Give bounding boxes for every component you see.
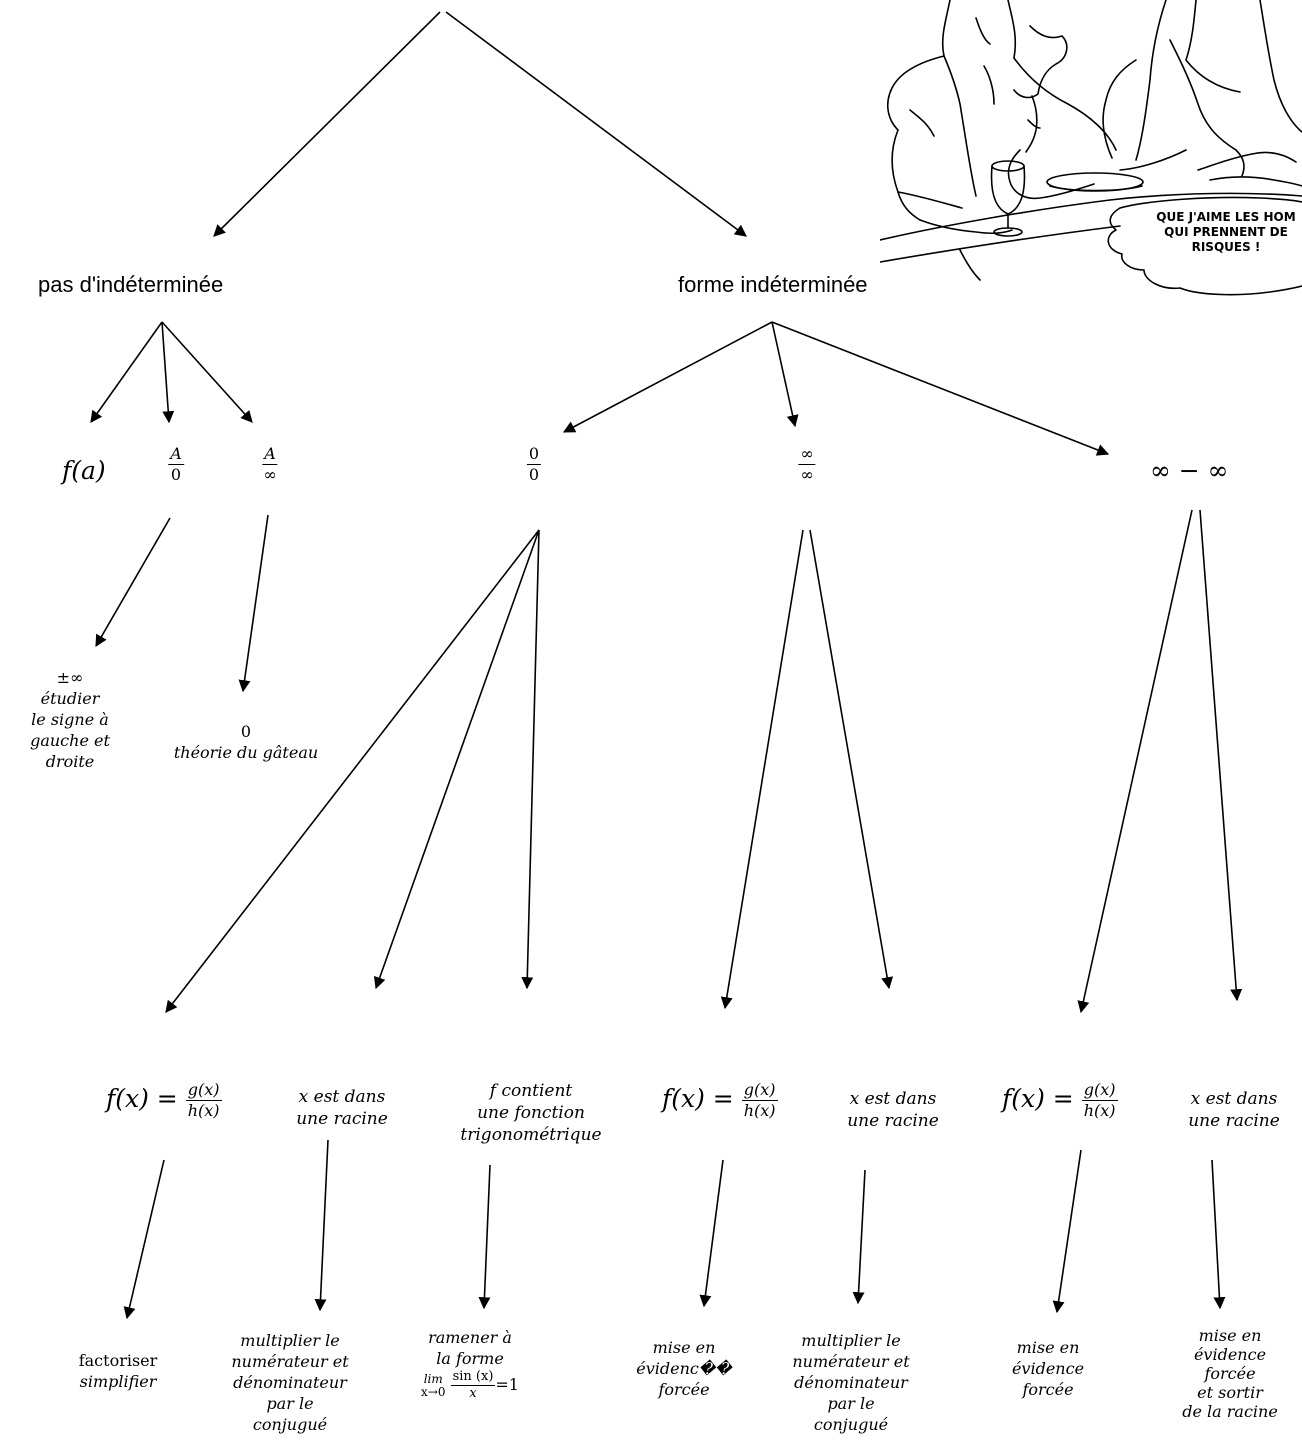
node-f-a: f(a): [62, 456, 106, 485]
arrow-factoriser: [123, 1159, 165, 1320]
case-quotient-1: f(x) = g(x)h(x): [106, 1080, 222, 1120]
arrow-ramener: [478, 1164, 491, 1310]
arrow-00-trig: [521, 529, 540, 990]
arrow-conjugue-2: [852, 1169, 866, 1305]
method-mise-evidence-2: mise en évidence forcée: [1011, 1338, 1085, 1399]
case-trig: f contient une fonction trigonométrique: [460, 1081, 602, 1145]
arrow-imi-quotient: [1077, 509, 1193, 1014]
node-pas-indeterminee: pas d'indéterminée: [38, 272, 224, 297]
speech-bubble-text: QUE J'AIME LES HOM QUI PRENNENT DE RISQU…: [1141, 210, 1302, 255]
node-forme-indeterminee: forme indéterminée: [678, 272, 868, 297]
comic-illustration: [880, 0, 1302, 296]
arrow-root-right: [445, 11, 747, 237]
arrow-imi-root: [1199, 509, 1243, 1002]
arrow-conjugue-1: [314, 1139, 329, 1312]
speech-line-1: QUE J'AIME LES HOM: [1156, 210, 1296, 224]
method-mise-evidence-1: mise en évidenc�� forcée: [636, 1338, 732, 1399]
case-root-1: x est dans une racine: [296, 1087, 388, 1129]
method-conjugue-1: multiplier le numérateur et dénominateur…: [231, 1331, 349, 1434]
result-plus-minus-inf: ±∞ étudier le signe à gauche et droite: [30, 668, 110, 771]
arrow-root-left: [213, 11, 441, 237]
arrow-to-0-over-0: [562, 321, 773, 433]
arrow-to-a-over-inf: [161, 321, 253, 423]
result-zero: 0 théorie du gâteau: [173, 722, 319, 762]
case-quotient-3: f(x) = g(x)h(x): [1002, 1080, 1118, 1120]
arrow-to-inf-minus-inf: [771, 321, 1110, 456]
speech-line-3: RISQUES !: [1191, 240, 1261, 254]
node-a-over-inf: A∞: [262, 444, 278, 484]
arrow-00-root: [373, 529, 540, 990]
case-root-2: x est dans une racine: [847, 1089, 939, 1131]
arrow-to-fa: [90, 321, 163, 423]
method-conjugue-2: multiplier le numérateur et dénominateur…: [792, 1331, 910, 1434]
case-root-3: x est dans une racine: [1188, 1089, 1280, 1131]
node-inf-minus-inf: ∞ − ∞: [1150, 456, 1229, 485]
arrow-to-zero: [238, 514, 269, 693]
arrow-to-inf-over-inf: [771, 321, 799, 428]
arrow-ii-root: [809, 529, 894, 990]
arrow-to-plus-minus-inf: [95, 517, 171, 648]
case-quotient-2: f(x) = g(x)h(x): [662, 1080, 778, 1120]
speech-line-2: QUI PRENNENT DE: [1164, 225, 1288, 239]
method-mise-evidence-sortir: mise en évidence forcée et sortir de la …: [1182, 1326, 1278, 1421]
arrow-mise-evidence-1: [699, 1159, 724, 1308]
arrow-mise-evidence-2: [1052, 1149, 1082, 1314]
node-inf-over-inf: ∞∞: [798, 444, 816, 484]
arrow-mise-evidence-3: [1211, 1159, 1226, 1310]
arrow-00-quotient: [165, 529, 540, 1013]
arrow-ii-quotient: [720, 529, 804, 1010]
arrow-to-a-over-0: [161, 321, 175, 424]
method-factoriser: factoriser simplifier: [78, 1351, 158, 1391]
